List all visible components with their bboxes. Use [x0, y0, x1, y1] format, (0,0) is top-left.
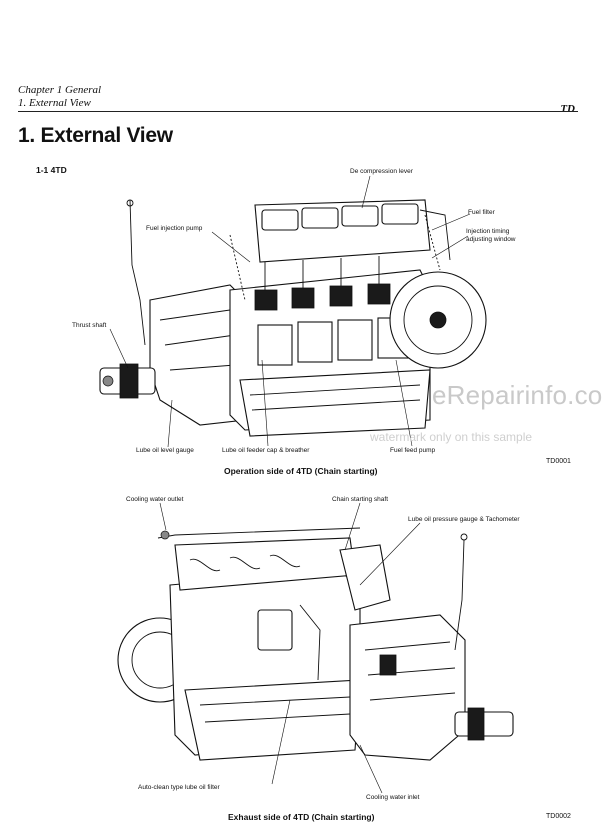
label-lube-oil-feeder: Lube oil feeder cap & breather	[222, 447, 310, 454]
figure1-code: TD0001	[546, 458, 571, 465]
header-rule	[18, 111, 578, 112]
label-lube-oil-pressure-gauge: Lube oil pressure gauge & Tachometer	[408, 516, 520, 523]
label-injection-timing: Injection timing	[466, 228, 510, 235]
watermark-site: eRepairinfo.com	[432, 380, 603, 410]
chapter-heading: Chapter 1 General	[18, 84, 102, 96]
label-fuel-filter: Fuel filter	[468, 209, 495, 216]
label-cooling-water-outlet: Cooling water outlet	[126, 496, 184, 503]
label-auto-clean-filter: Auto-clean type lube oil filter	[138, 784, 220, 791]
page-title: 1. External View	[18, 124, 173, 147]
label-cooling-water-inlet: Cooling water inlet	[366, 794, 420, 801]
section-heading: 1. External View	[18, 97, 91, 109]
figure1-caption: Operation side of 4TD (Chain starting)	[224, 466, 378, 476]
label-lube-oil-level-gauge: Lube oil level gauge	[136, 447, 194, 454]
label-decompression-lever: De compression lever	[350, 168, 413, 175]
label-thrust-shaft: Thrust shaft	[72, 322, 107, 329]
figure2-code: TD0002	[546, 813, 571, 820]
label-fuel-injection-pump: Fuel injection pump	[146, 225, 203, 232]
label-fuel-feed-pump: Fuel feed pump	[390, 447, 436, 454]
watermark-note: watermark only on this sample	[370, 430, 533, 444]
figure2-caption: Exhaust side of 4TD (Chain starting)	[228, 812, 375, 822]
label-chain-starting-shaft: Chain starting shaft	[332, 496, 389, 503]
label-adjusting-window: adjusting window	[466, 236, 516, 243]
model-tag: TD	[560, 103, 575, 115]
subsection-heading: 1-1 4TD	[36, 165, 67, 175]
